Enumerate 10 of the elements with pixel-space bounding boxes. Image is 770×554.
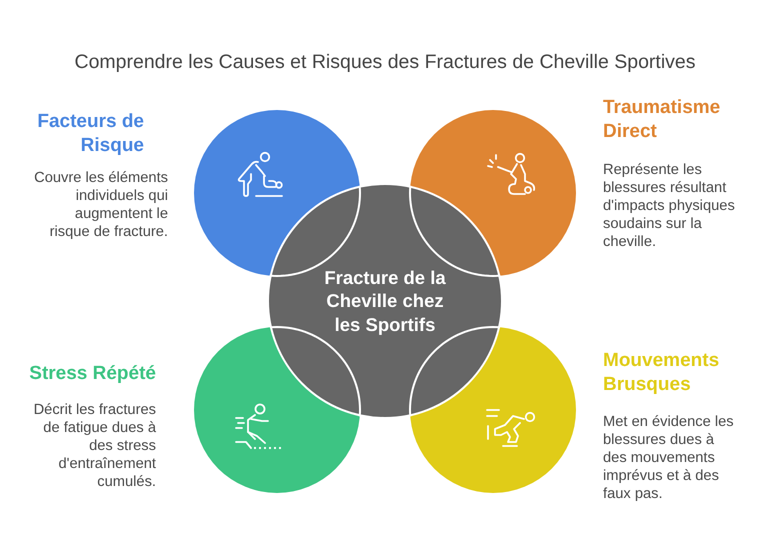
category-heading: Traumatisme Direct	[603, 96, 722, 143]
diagram-title: Comprendre les Causes et Risques des Fractures de Cheville Sportives	[73, 50, 697, 74]
category-description: Représente les blessures résultant d'impacts physiques soudains sur la cheville.	[603, 161, 736, 251]
category-description: Décrit les fractures de fatigue dues à des stress d'entraînement cumulés.	[32, 401, 156, 491]
category-description: Met en évidence les blessures dues à des mouvements imprévus et à des faux pas.	[603, 413, 735, 503]
category-heading: Facteurs de Risque	[36, 110, 144, 157]
category-heading: Stress Répété	[28, 362, 156, 386]
category-heading: Mouvements Brusques	[603, 349, 720, 396]
category-description: Couvre les éléments individuels qui augmentent le risque de fracture.	[33, 169, 168, 241]
central-label: Fracture de la Cheville chez les Sportifs	[323, 266, 447, 336]
